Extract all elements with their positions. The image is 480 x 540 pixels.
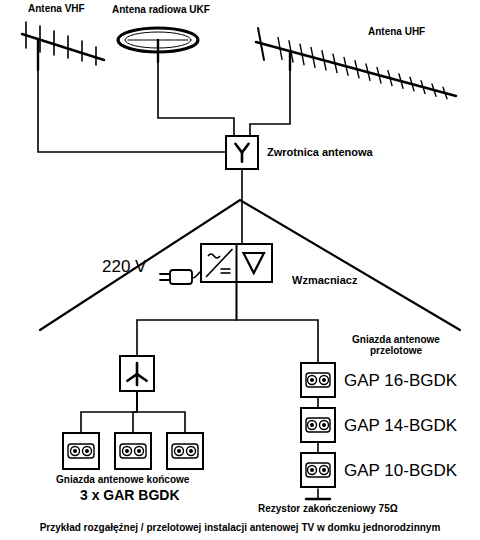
power-plug <box>160 270 200 284</box>
cable-connector <box>317 398 319 407</box>
box-symbol <box>302 364 334 396</box>
uhf-antenna <box>256 28 456 99</box>
box-symbol <box>227 137 257 168</box>
vhf-antenna <box>22 22 104 70</box>
node-label: Wzmacniacz <box>292 274 357 286</box>
antenna-cable <box>38 70 225 152</box>
cable-connector <box>137 392 185 432</box>
end-outlet <box>166 432 204 470</box>
group-label: Gniazda antenowe przelotowe <box>346 334 446 356</box>
node-label: GAP 16-BGDK <box>344 372 457 391</box>
cable-connector <box>237 283 319 362</box>
antenna-cable <box>250 70 290 135</box>
diplexer-box: Zwrotnica antenowa <box>225 135 259 170</box>
house-roof <box>40 200 460 330</box>
terminating-resistor <box>306 489 330 499</box>
box-symbol <box>302 409 334 441</box>
end-outlet <box>114 432 152 470</box>
box-symbol <box>168 434 202 468</box>
node-label: Zwrotnica antenowa <box>267 146 373 158</box>
caption: Przykład rozgałęźnej / przelotowej insta… <box>0 522 480 533</box>
pass-outlet: GAP 10-BGDK <box>300 452 336 488</box>
node-label: GAP 14-BGDK <box>344 417 457 436</box>
antenna-label: Antena VHF <box>28 3 85 14</box>
cable-connector <box>241 170 243 243</box>
voltage-label: 220 V <box>102 258 146 277</box>
antenna-cable <box>158 62 234 135</box>
splitter-box <box>119 355 155 392</box>
box-symbol <box>302 454 334 486</box>
ukf-antenna <box>118 28 198 62</box>
box-symbol <box>121 357 153 390</box>
box-symbol <box>116 434 150 468</box>
end-outlet <box>62 432 100 470</box>
pass-outlet: GAP 14-BGDK <box>300 407 336 443</box>
box-symbol <box>202 245 271 281</box>
group-label: Gniazda antenowe końcowe <box>56 474 189 485</box>
antenna-label: Antena radiowa UKF <box>112 4 210 15</box>
cable-connector <box>81 392 137 432</box>
pass-outlet: GAP 16-BGDK <box>300 362 336 398</box>
cable-connector <box>137 283 237 355</box>
amplifier-box: Wzmacniacz <box>200 243 273 283</box>
cable-connector <box>317 443 319 452</box>
antenna-label: Antena UHF <box>368 26 425 37</box>
box-symbol <box>64 434 98 468</box>
resistor-label: Rezystor zakończeniowy 75Ω <box>258 503 398 514</box>
part-number: 3 x GAR BGDK <box>80 488 180 503</box>
node-label: GAP 10-BGDK <box>344 462 457 481</box>
